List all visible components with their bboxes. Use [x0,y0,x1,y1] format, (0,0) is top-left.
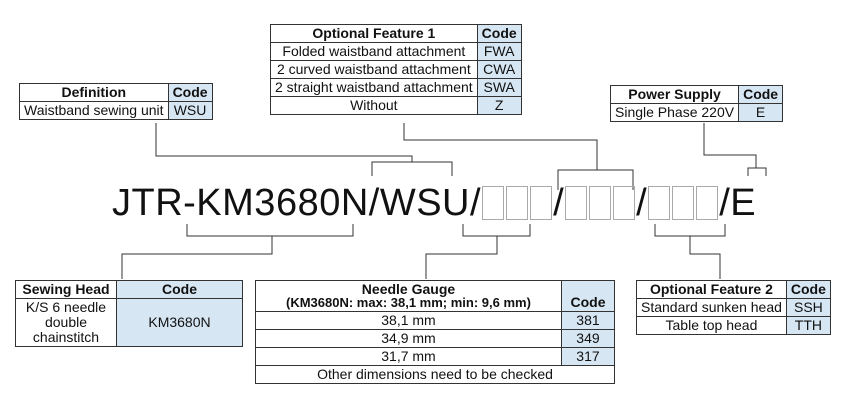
optional-feature-1-table: Optional Feature 1 Code Folded waistband… [270,24,522,115]
table-header: Optional Feature 2 [636,280,787,299]
optional2-placeholder-box [696,186,719,220]
needle-gauge-table: Needle Gauge (KM3680N: max: 38,1 mm; min… [255,280,616,384]
row-label: Single Phase 220V [609,103,740,122]
needle-gauge-header-cell: Needle Gauge (KM3680N: max: 38,1 mm; min… [255,280,562,312]
row-code: TTH [785,316,831,335]
row-code: 381 [560,311,616,330]
table-header: Power Supply [609,85,740,104]
row-code: KM3680N [116,298,243,347]
row-code: E [738,103,784,122]
optional2-placeholder-box [648,186,671,220]
row-label: 2 curved waistband attachment [270,60,478,79]
row-label: Without [270,96,478,115]
row-code: 317 [560,347,616,366]
row-code: WSU [167,101,213,120]
optional1-placeholder-box [589,186,612,220]
model-code: JTR-KM3680N/WSU/ / / /E [112,180,756,226]
row-label: 31,7 mm [255,347,562,366]
table-header: Sewing Head [15,280,117,299]
definition-table: Definition Code Waistband sewing unit WS… [19,83,213,120]
optional2-placeholder-box [672,186,695,220]
row-label: 2 straight waistband attachment [270,78,478,97]
needle-gauge-placeholder-box [506,186,529,220]
power-supply-table: Power Supply Code Single Phase 220V E [609,85,784,122]
row-label: 34,9 mm [255,329,562,348]
row-label: Standard sunken head [636,298,787,317]
needle-gauge-placeholder-box [482,186,505,220]
sewing-head-table: Sewing Head Code K/S 6 needle double cha… [15,280,243,347]
row-code: SSH [785,298,831,317]
optional-feature-2-table: Optional Feature 2 Code Standard sunken … [636,280,831,335]
row-label: K/S 6 needle double chainstitch [15,298,117,347]
row-code: CWA [476,60,522,79]
row-code: Z [476,96,522,115]
table-code-header: Code [167,83,213,102]
needle-gauge-placeholder-box [530,186,553,220]
row-label: Waistband sewing unit [19,101,169,120]
model-prefix: JTR-KM3680N/WSU/ [112,182,482,224]
table-header: Optional Feature 1 [270,24,478,43]
row-label: Table top head [636,316,787,335]
table-header: Needle Gauge [361,281,456,297]
model-separator: / [636,182,648,224]
row-code: SWA [476,78,522,97]
optional1-placeholder-box [613,186,636,220]
model-suffix: /E [719,182,757,224]
table-header: Definition [19,83,169,102]
row-code: FWA [476,42,522,61]
row-label: 38,1 mm [255,311,562,330]
table-code-header: Code [738,85,784,104]
row-label: Folded waistband attachment [270,42,478,61]
table-footer: Other dimensions need to be checked [255,365,615,384]
table-subheader: (KM3680N: max: 38,1 mm; min: 9,6 mm) [286,295,531,310]
optional1-placeholder-box [565,186,588,220]
row-code: 349 [560,329,616,348]
table-code-header: Code [785,280,831,299]
table-code-header: Code [476,24,522,43]
table-code-header: Code [560,280,616,312]
table-code-header: Code [116,280,243,299]
model-separator: / [553,182,565,224]
